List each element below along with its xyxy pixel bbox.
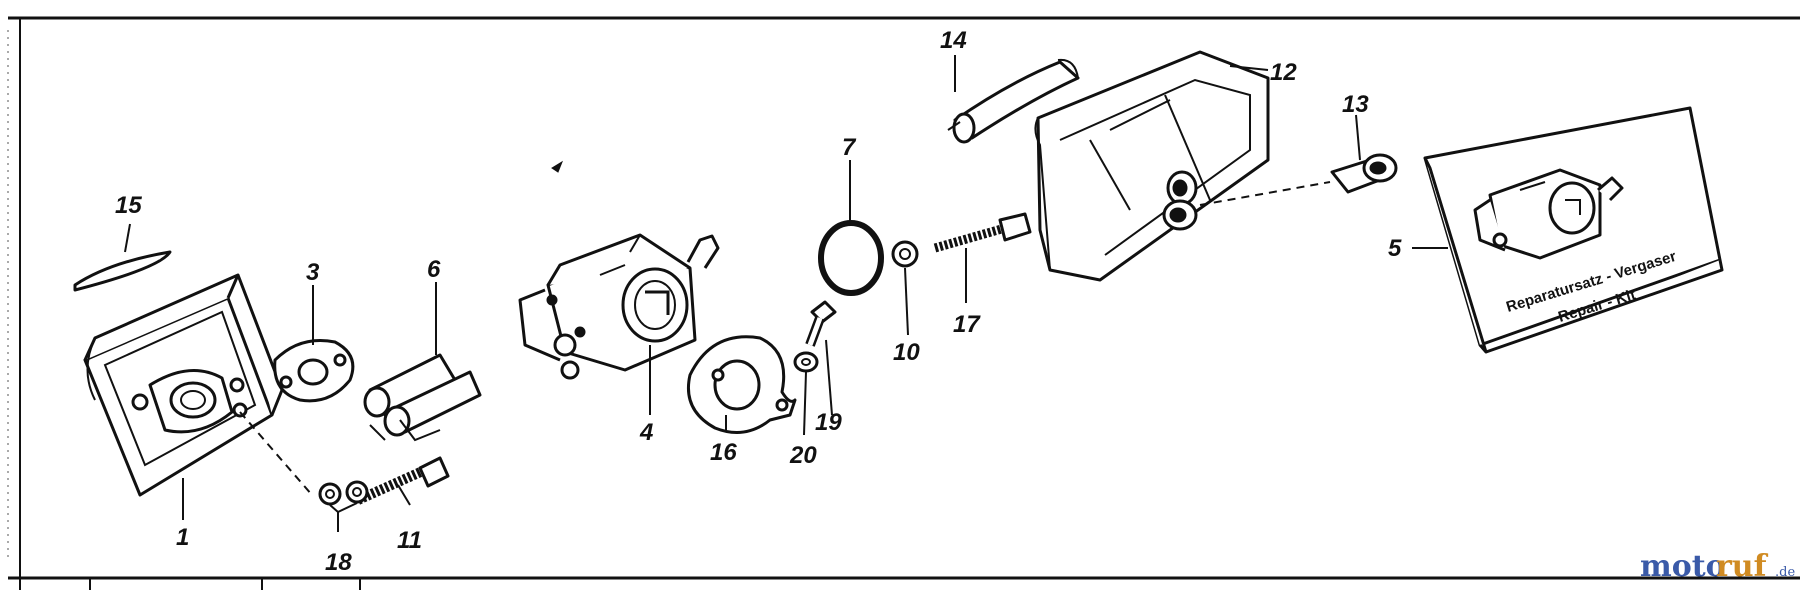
callout-18: 18 bbox=[325, 549, 352, 576]
leader-lines bbox=[124, 55, 1448, 532]
callout-20: 20 bbox=[789, 442, 817, 469]
callout-7: 7 bbox=[842, 134, 857, 161]
callout-17: 17 bbox=[953, 311, 981, 338]
watermark-part2: ruf bbox=[1716, 549, 1769, 584]
part-6-connectors bbox=[363, 353, 482, 442]
callout-15: 15 bbox=[115, 192, 142, 219]
callout-labels: 15 1 3 6 4 16 7 10 17 19 20 11 18 14 12 … bbox=[115, 27, 1402, 576]
watermark-suffix: .de bbox=[1775, 565, 1795, 580]
part-19-bolt bbox=[805, 300, 837, 347]
callout-10: 10 bbox=[893, 339, 920, 366]
part-17-stud bbox=[933, 212, 1032, 253]
callout-19: 19 bbox=[815, 409, 842, 436]
callout-6: 6 bbox=[427, 256, 441, 283]
callout-5: 5 bbox=[1388, 235, 1402, 262]
part-10-washer bbox=[891, 240, 919, 268]
callout-11: 11 bbox=[397, 527, 422, 554]
part-15-gasket bbox=[73, 250, 172, 292]
part-14-tube bbox=[947, 58, 1080, 144]
watermark-part1: moto bbox=[1640, 549, 1726, 584]
part-4-carburetor bbox=[518, 233, 720, 380]
part-3-gasket bbox=[273, 338, 355, 403]
speck-mark bbox=[551, 160, 564, 173]
part-12-filter-housing bbox=[1034, 50, 1270, 282]
part-16-flange bbox=[686, 335, 797, 434]
part-20-washer bbox=[793, 351, 819, 373]
callout-1: 1 bbox=[176, 524, 189, 551]
callout-12: 12 bbox=[1270, 59, 1297, 86]
part-11-screw bbox=[355, 456, 450, 505]
diagram-frame bbox=[7, 16, 1800, 590]
callout-4: 4 bbox=[639, 419, 653, 446]
part-5-repair-kit-box: Reparatursatz - Vergaser Repair - Kit bbox=[1423, 106, 1724, 354]
assembly-line-1-18 bbox=[239, 411, 313, 496]
callout-13: 13 bbox=[1342, 91, 1369, 118]
part-18-washers bbox=[318, 480, 369, 506]
callout-16: 16 bbox=[710, 439, 737, 466]
watermark-logo: moto ruf .de bbox=[1640, 549, 1795, 584]
callout-14: 14 bbox=[940, 27, 967, 54]
part-13-nut bbox=[1330, 153, 1398, 194]
part-7-o-ring bbox=[818, 220, 884, 296]
part-1-carburetor-box bbox=[83, 273, 284, 497]
callout-3: 3 bbox=[306, 259, 320, 286]
